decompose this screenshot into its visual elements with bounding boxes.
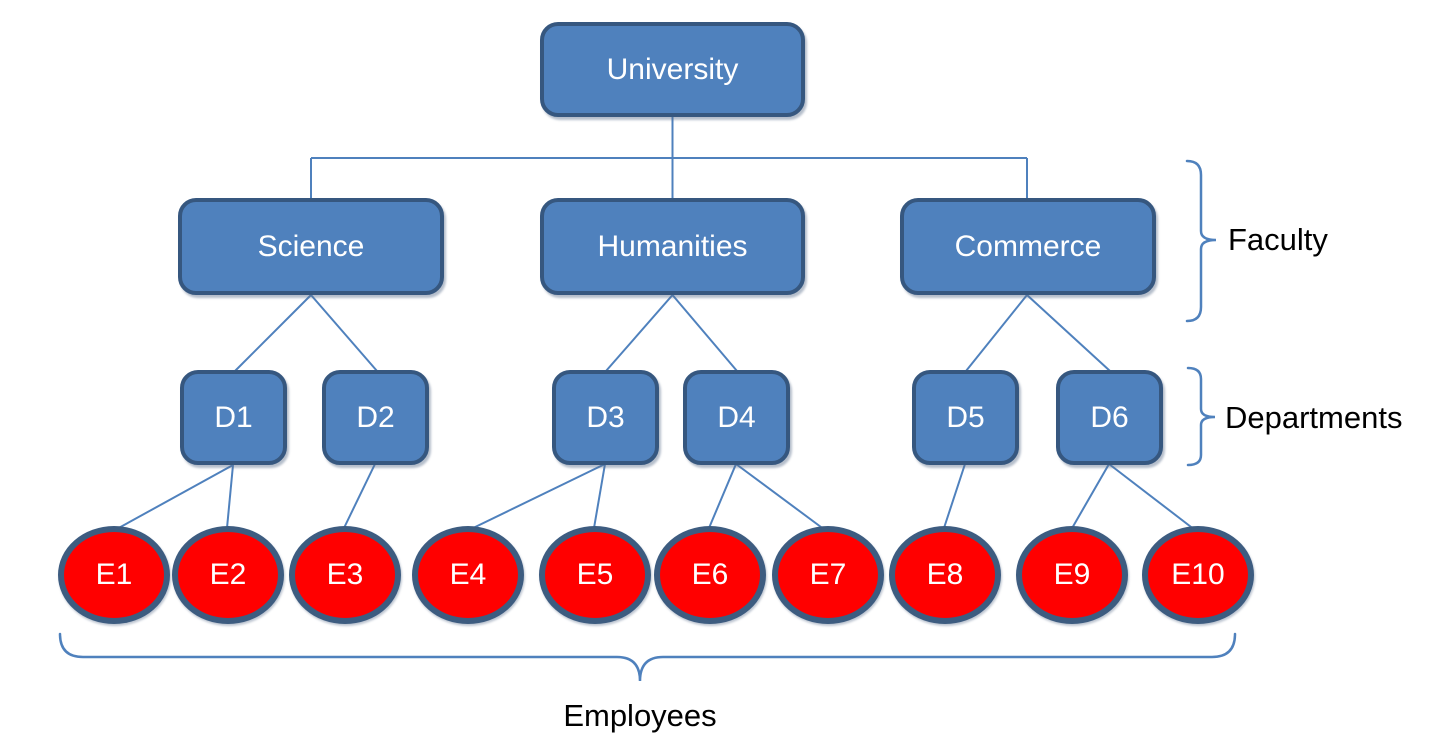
node-e6: E6	[654, 526, 766, 624]
node-label: E6	[691, 558, 729, 591]
node-commerce: Commerce	[900, 198, 1156, 295]
node-e3: E3	[289, 526, 401, 624]
node-e8: E8	[889, 526, 1001, 624]
node-e5: E5	[539, 526, 651, 624]
node-e7: E7	[772, 526, 884, 624]
node-d5: D5	[912, 370, 1019, 465]
node-label: D1	[214, 400, 253, 434]
node-label: D6	[1090, 400, 1129, 434]
node-humanities: Humanities	[540, 198, 805, 295]
node-label: D3	[586, 400, 625, 434]
departments-brace	[1186, 366, 1216, 467]
employees-label: Employees	[563, 698, 717, 733]
node-e10: E10	[1142, 526, 1254, 624]
node-label: D4	[717, 400, 756, 434]
node-label: D2	[356, 400, 395, 434]
node-e4: E4	[412, 526, 524, 624]
employees-brace	[58, 632, 1237, 682]
edges-departments-to-employees	[114, 463, 1196, 531]
faculty-label: Faculty	[1228, 222, 1328, 257]
node-d4: D4	[683, 370, 790, 465]
node-science: Science	[178, 198, 444, 295]
node-label: Humanities	[597, 229, 748, 263]
node-label: E1	[95, 558, 133, 591]
node-label: Commerce	[954, 229, 1102, 263]
node-label: E4	[449, 558, 487, 591]
node-label: D5	[946, 400, 985, 434]
node-label: E8	[926, 558, 964, 591]
node-label: E5	[576, 558, 614, 591]
node-d6: D6	[1056, 370, 1163, 465]
edges-faculties-to-departments	[234, 294, 1111, 372]
node-e1: E1	[58, 526, 170, 624]
node-label: E10	[1171, 558, 1225, 591]
node-d3: D3	[552, 370, 659, 465]
node-label: E2	[209, 558, 247, 591]
node-d2: D2	[322, 370, 429, 465]
departments-label: Departments	[1225, 400, 1403, 435]
node-e2: E2	[172, 526, 284, 624]
braces	[58, 159, 1237, 682]
node-label: E7	[809, 558, 847, 591]
node-label: University	[606, 52, 739, 86]
faculty-brace	[1185, 159, 1217, 323]
node-e9: E9	[1016, 526, 1128, 624]
node-label: Science	[257, 229, 365, 263]
edges-university-to-faculties	[310, 117, 1028, 200]
node-label: E3	[326, 558, 364, 591]
node-d1: D1	[180, 370, 287, 465]
node-university: University	[540, 22, 805, 117]
node-label: E9	[1053, 558, 1091, 591]
